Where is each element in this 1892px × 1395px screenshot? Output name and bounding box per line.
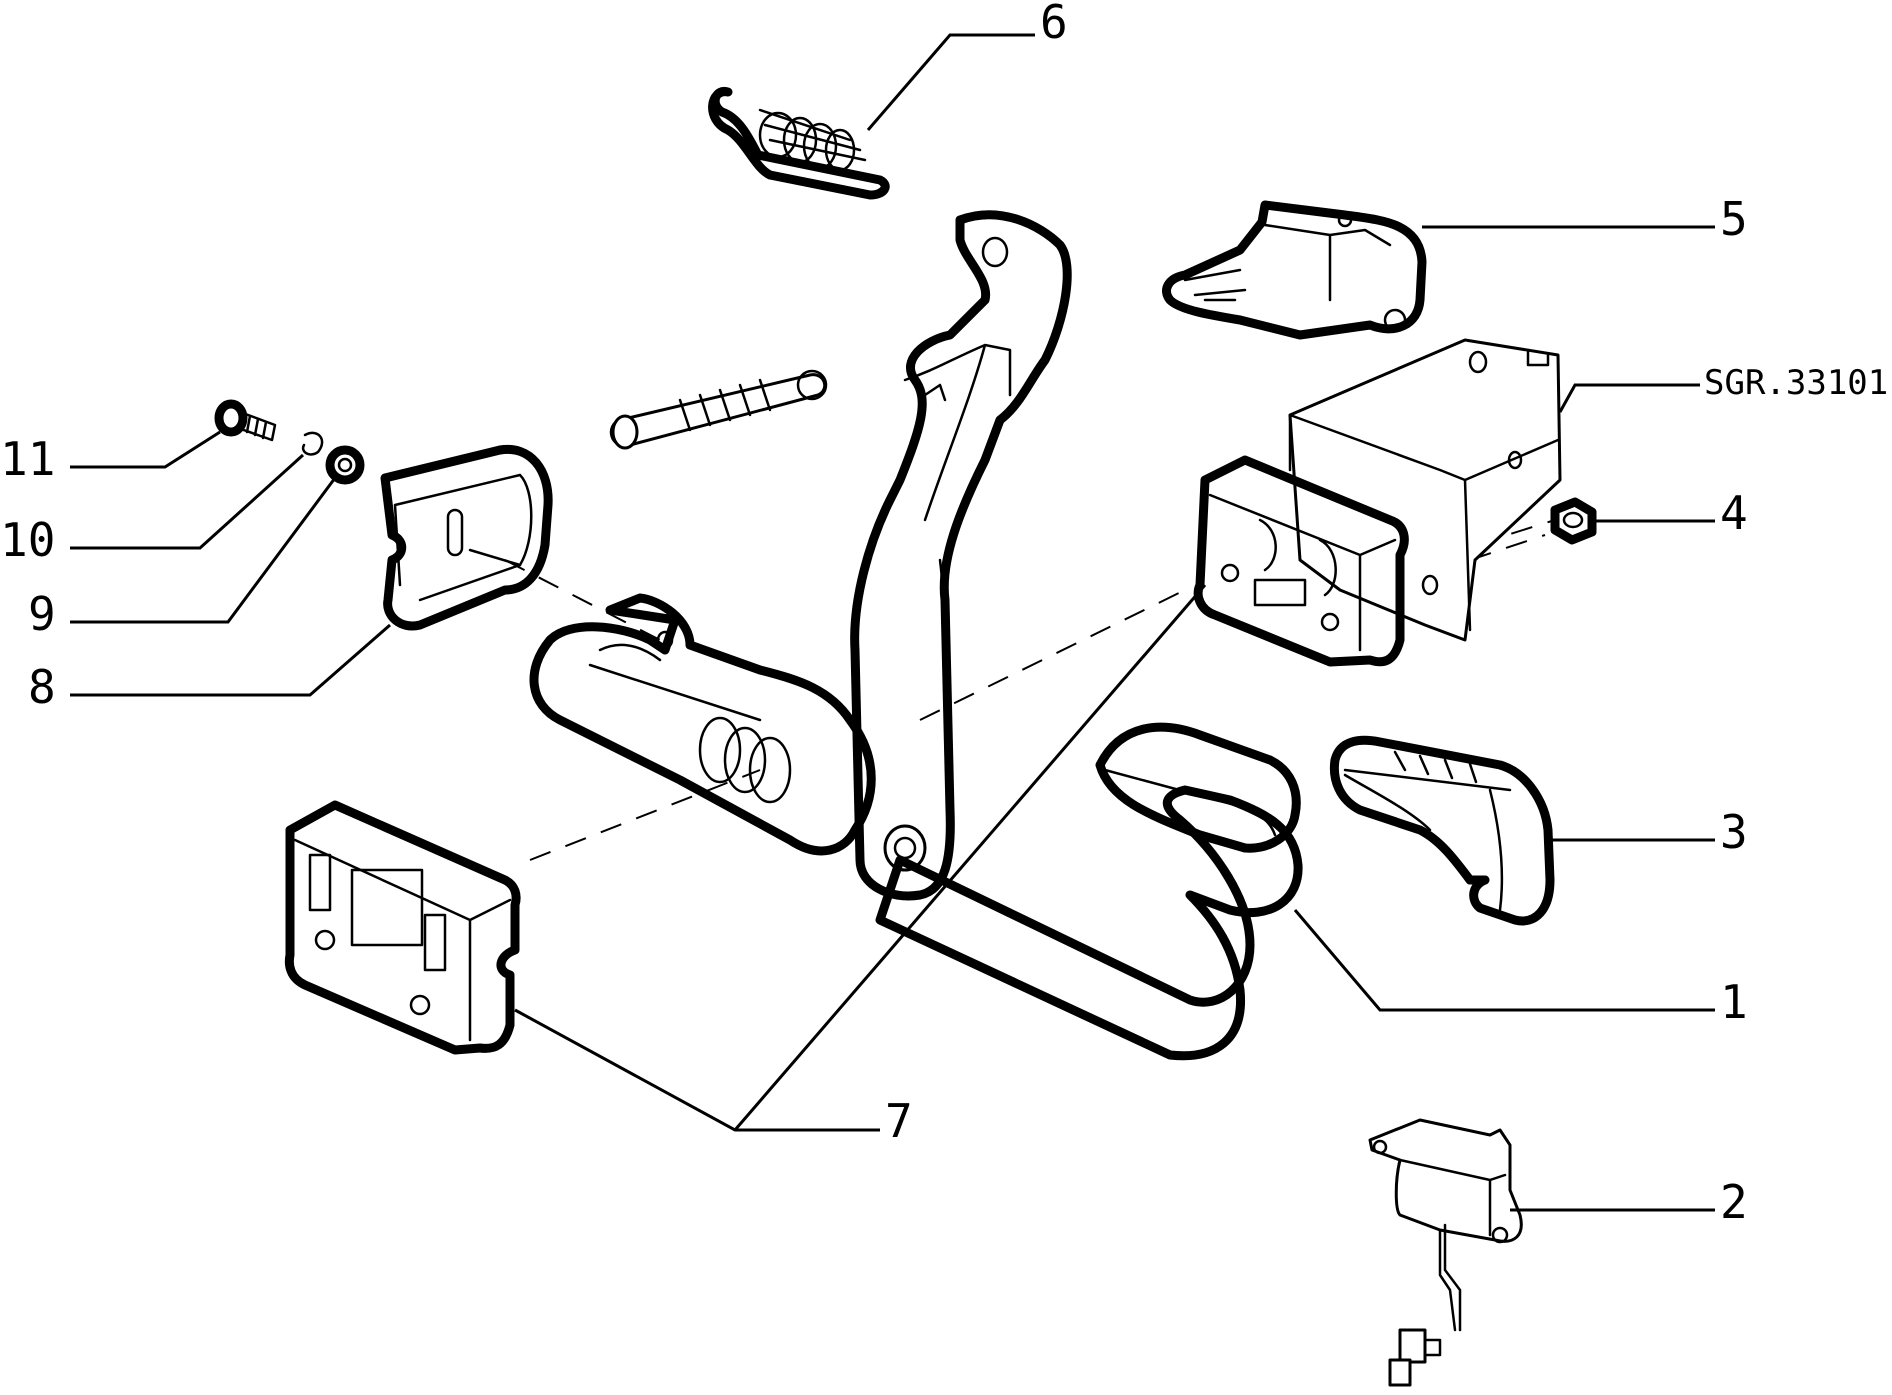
leader-1 bbox=[1293, 909, 1715, 1012]
flat-washer-part bbox=[325, 445, 365, 485]
brake-pedal-arm-part bbox=[850, 210, 1072, 901]
nut-part bbox=[1550, 497, 1597, 545]
leader-9 bbox=[70, 477, 337, 624]
callout-1: 1 bbox=[1720, 975, 1748, 1029]
cross-shaft-part bbox=[529, 593, 876, 856]
leader-7a bbox=[514, 1008, 880, 1132]
return-spring-part bbox=[708, 86, 890, 200]
leader-7b bbox=[733, 584, 1207, 1131]
callout-10: 10 bbox=[0, 513, 55, 567]
alignment-lines bbox=[504, 519, 1556, 861]
callout-labels: 1 2 3 4 5 6 7 8 9 10 11 SGR.33101 bbox=[0, 0, 1888, 1229]
callout-4: 4 bbox=[1720, 486, 1748, 540]
position-sensor-part bbox=[1368, 1118, 1523, 1387]
pedal-pad-part bbox=[1329, 735, 1555, 926]
brake-pedal-part bbox=[875, 722, 1303, 1061]
spring-washer-part bbox=[301, 431, 324, 456]
bracket-housing-part bbox=[1288, 338, 1562, 642]
leader-lines bbox=[70, 33, 1715, 1212]
callout-6: 6 bbox=[1040, 0, 1068, 49]
callout-2: 2 bbox=[1720, 1175, 1748, 1229]
leader-8 bbox=[70, 623, 391, 697]
leader-6 bbox=[866, 33, 1035, 131]
leader-10 bbox=[70, 453, 305, 550]
leader-11 bbox=[70, 430, 221, 469]
bushing-block-part bbox=[380, 444, 553, 631]
callout-3: 3 bbox=[1720, 805, 1748, 859]
screw-part bbox=[214, 399, 277, 442]
callout-11: 11 bbox=[0, 432, 55, 486]
leader-drawing-code bbox=[1558, 383, 1700, 413]
callout-5: 5 bbox=[1720, 192, 1748, 246]
pushrod-part bbox=[609, 369, 828, 450]
bushing-block-left-part bbox=[284, 800, 521, 1055]
bushing-block-right-part bbox=[1193, 455, 1409, 667]
callout-8: 8 bbox=[28, 660, 56, 714]
drawing-code-label: SGR.33101 bbox=[1704, 363, 1888, 403]
callout-7: 7 bbox=[885, 1094, 913, 1148]
switch-part bbox=[1162, 200, 1427, 340]
callout-9: 9 bbox=[28, 587, 56, 641]
